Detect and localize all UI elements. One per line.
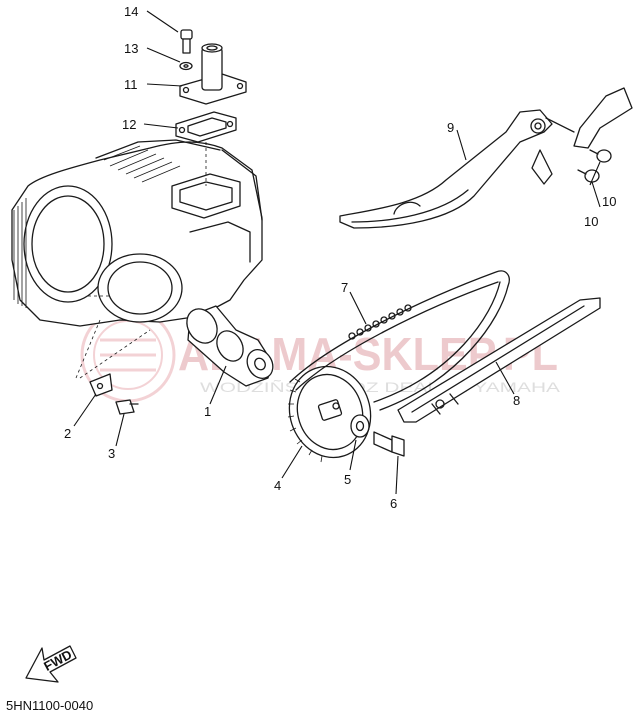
gasket-part-12 (175, 111, 237, 143)
callout-13: 13 (124, 41, 138, 56)
camshaft-part-1 (186, 305, 274, 387)
bolt-part-3 (115, 399, 139, 415)
fwd-arrow-icon: FWD (25, 645, 77, 683)
bracket (545, 87, 633, 149)
callout-10b: 10 (584, 214, 598, 229)
callout-2: 2 (64, 426, 71, 441)
callout-12: 12 (122, 117, 136, 132)
bolt-part-14 (180, 29, 193, 54)
tensioner-arm-part-9 (339, 109, 553, 229)
chain-links (348, 304, 412, 340)
callout-4: 4 (274, 478, 281, 493)
callout-8: 8 (513, 393, 520, 408)
bolt-part-6 (373, 431, 405, 457)
fwd-label: FWD (41, 647, 74, 674)
callout-5: 5 (344, 472, 351, 487)
washer-part-13 (179, 61, 193, 71)
cylinder-head (11, 139, 263, 327)
callout-7: 7 (341, 280, 348, 295)
callout-6: 6 (390, 496, 397, 511)
callout-14: 14 (124, 4, 138, 19)
callout-1: 1 (204, 404, 211, 419)
callout-9: 9 (447, 120, 454, 135)
callouts: 14 13 11 12 9 10 10 7 8 1 2 3 4 5 6 (64, 4, 616, 511)
tensioner-part-11 (179, 43, 247, 105)
plate-part-2 (89, 373, 113, 397)
washer-part-5 (350, 414, 370, 438)
callout-3: 3 (108, 446, 115, 461)
timing-chain-part-7 (289, 270, 510, 411)
callout-11: 11 (124, 77, 138, 92)
cam-sprocket-part-4 (287, 365, 372, 463)
reference-line (75, 319, 151, 379)
chain-guide-part-8 (397, 297, 601, 423)
bolt-part-10a (589, 149, 612, 163)
leader-lines (73, 10, 601, 495)
diagram-code: 5HN1100-0040 (6, 698, 93, 713)
callout-10a: 10 (602, 194, 616, 209)
